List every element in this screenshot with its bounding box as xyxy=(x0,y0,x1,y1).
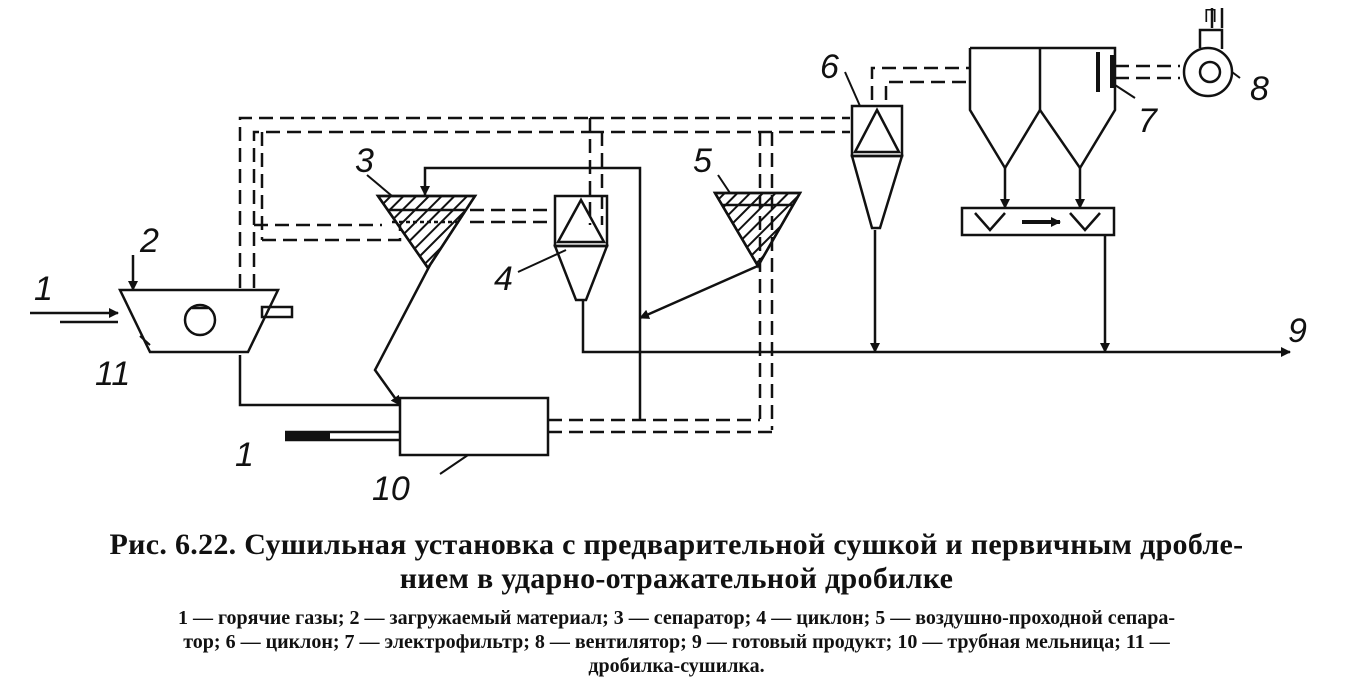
label-3: 3 xyxy=(355,142,374,180)
label-4: 4 xyxy=(494,260,513,298)
process-diagram: 1 2 3 4 5 6 7 8 9 10 11 1 П xyxy=(30,6,1307,508)
figure-legend: 1 — горячие газы; 2 — загружаемый матери… xyxy=(0,606,1353,678)
label-9: 9 xyxy=(1288,312,1307,350)
material-lines xyxy=(30,166,1291,442)
screw-conveyor xyxy=(960,206,1116,237)
cyclone-6 xyxy=(850,104,904,230)
stack-label: П xyxy=(1204,6,1217,26)
caption-title-line-1: Рис. 6.22. Сушильная установка с предвар… xyxy=(109,528,1244,561)
separator-5 xyxy=(712,191,803,269)
crusher-dryer xyxy=(118,288,280,354)
label-1-bottom: 1 xyxy=(235,436,254,474)
cyclone-4 xyxy=(553,194,609,302)
label-7: 7 xyxy=(1138,102,1158,140)
label-8: 8 xyxy=(1250,70,1269,108)
label-11: 11 xyxy=(95,355,130,393)
separator-3 xyxy=(375,194,478,271)
fan xyxy=(1182,8,1234,98)
electrofilter xyxy=(968,46,1117,171)
caption-title-line-2: нием в ударно-отражательной дробилке xyxy=(399,562,954,595)
label-10: 10 xyxy=(372,470,410,508)
label-5: 5 xyxy=(693,142,712,180)
legend-line-2: тор; 6 — циклон; 7 — электрофильтр; 8 — … xyxy=(183,631,1170,653)
leader-lines xyxy=(139,71,1241,475)
label-1-left: 1 xyxy=(34,270,53,308)
legend-line-1: 1 — горячие газы; 2 — загружаемый матери… xyxy=(177,607,1176,629)
label-2: 2 xyxy=(139,222,159,260)
legend-line-3: дробилка-сушилка. xyxy=(588,655,765,677)
gas-ducts xyxy=(238,64,1180,434)
figure-caption-title: Рис. 6.22. Сушильная установка с предвар… xyxy=(0,528,1353,596)
tube-mill xyxy=(398,396,550,457)
label-6: 6 xyxy=(820,48,839,86)
